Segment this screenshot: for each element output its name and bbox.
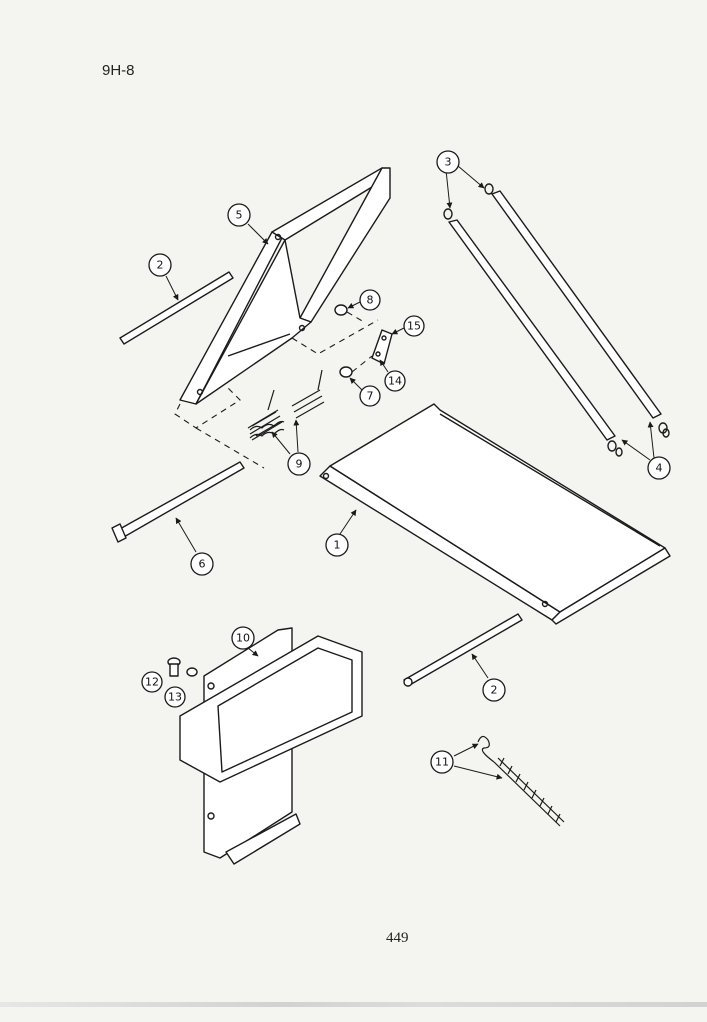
svg-text:11: 11 <box>435 756 449 769</box>
callout-6: 6 <box>190 552 214 576</box>
rod-part-2-upper <box>119 271 234 345</box>
callout-7: 7 <box>359 385 381 407</box>
bolt-part-6 <box>111 461 245 543</box>
hardware-8-15-14-7 <box>334 304 393 378</box>
callout-4: 4 <box>647 456 671 480</box>
svg-text:14: 14 <box>388 375 402 388</box>
svg-text:1: 1 <box>334 539 341 552</box>
callout-15: 15 <box>403 315 425 337</box>
svg-text:10: 10 <box>236 632 250 645</box>
spring-clip-part-11 <box>477 735 565 827</box>
callout-9: 9 <box>287 452 311 476</box>
springs-part-9 <box>247 369 325 441</box>
svg-text:4: 4 <box>656 462 663 475</box>
support-rods-part-3-4 <box>443 183 670 457</box>
callout-5: 5 <box>227 203 251 227</box>
svg-text:2: 2 <box>157 259 164 272</box>
callout-2-lower: 2 <box>482 678 506 702</box>
callout-3: 3 <box>436 150 460 174</box>
callout-10: 10 <box>231 626 255 650</box>
callout-12: 12 <box>141 671 163 693</box>
callout-8: 8 <box>359 289 381 311</box>
svg-text:5: 5 <box>236 209 243 222</box>
svg-text:9: 9 <box>296 458 303 471</box>
frame-part-5 <box>174 167 391 469</box>
svg-text:2: 2 <box>491 684 498 697</box>
bracket-part-10 <box>167 627 363 865</box>
rod-part-2-lower <box>403 613 523 687</box>
svg-text:7: 7 <box>367 390 374 403</box>
svg-text:13: 13 <box>168 691 182 704</box>
svg-text:3: 3 <box>445 156 452 169</box>
svg-text:6: 6 <box>199 558 206 571</box>
leader-lines <box>165 165 655 780</box>
tray-part-1 <box>319 403 671 625</box>
svg-text:8: 8 <box>367 294 374 307</box>
callout-2-upper: 2 <box>148 253 172 277</box>
callout-11: 11 <box>430 750 454 774</box>
page-number: 449 <box>386 930 409 946</box>
callout-1: 1 <box>325 533 349 557</box>
scan-edge <box>0 1002 707 1007</box>
callout-13: 13 <box>164 686 186 708</box>
svg-text:15: 15 <box>407 320 421 333</box>
page-code: 9H-8 <box>102 62 135 79</box>
callout-14: 14 <box>384 370 406 392</box>
svg-text:12: 12 <box>145 676 159 689</box>
